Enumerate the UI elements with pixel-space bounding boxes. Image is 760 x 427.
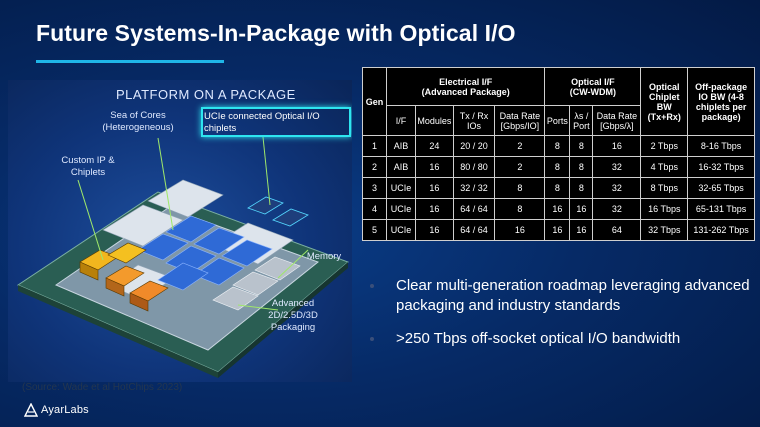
label-custom-ip: Custom IP & Chiplets xyxy=(61,155,115,178)
table-header-sub: I/F Modules Tx / Rx IOs Data Rate [Gbps/… xyxy=(363,105,755,136)
col-chiplet-bw: Optical Chiplet BW (Tx+Rx) xyxy=(640,67,689,136)
label-ucie-optical: UCIe connected Optical I/O chiplets xyxy=(204,111,320,134)
package-graphic xyxy=(16,136,349,378)
col-lambda-port: λs / Port xyxy=(569,105,594,136)
col-group-optical: Optical I/F (CW-WDM) xyxy=(544,67,642,106)
label-memory: Memory xyxy=(306,251,342,262)
ayarlabs-logo: AyarLabs xyxy=(24,402,89,418)
substrate-edge-side xyxy=(218,262,348,378)
bullet-list: Clear multi-generation roadmap leveragin… xyxy=(370,276,750,362)
custom-ip-chiplets xyxy=(79,242,169,312)
platform-heading: PLATFORM ON A PACKAGE xyxy=(116,87,296,102)
source-citation: (Source: Wade et al HotChips 2023) xyxy=(22,382,183,393)
label-sea-of-cores: Sea of Cores (Heterogeneous) xyxy=(102,110,174,133)
bullet-dot-icon xyxy=(370,284,374,288)
col-modules: Modules xyxy=(415,105,454,136)
bullet-item: >250 Tbps off-socket optical I/O bandwid… xyxy=(370,329,750,349)
col-offpkg-bw: Off-package IO BW (4-8 chiplets per pack… xyxy=(687,67,755,136)
roadmap-table: Gen Electrical I/F (Advanced Package) Op… xyxy=(362,67,755,241)
col-if: I/F xyxy=(385,105,417,136)
core-tiles xyxy=(137,215,273,291)
col-group-electrical: Electrical I/F (Advanced Package) xyxy=(385,67,546,106)
title-underline xyxy=(36,60,224,63)
leader-lines xyxy=(77,136,309,311)
col-data-rate-lambda: Data Rate [Gbps/λ] xyxy=(592,105,642,136)
ayarlabs-logo-icon xyxy=(24,403,38,417)
bullet-dot-icon xyxy=(370,337,374,341)
col-ports: Ports xyxy=(544,105,571,136)
ucie-optical-highlight xyxy=(201,107,351,137)
col-gen: Gen xyxy=(362,67,387,136)
platform-illustration: PLATFORM ON A PACKAGE Sea of Cores (Hete… xyxy=(8,80,352,382)
memory-stacks xyxy=(212,256,301,311)
bullet-item: Clear multi-generation roadmap leveragin… xyxy=(370,276,750,316)
slide-title: Future Systems-In-Package with Optical I… xyxy=(36,20,516,46)
table-header-top: Gen Electrical I/F (Advanced Package) Op… xyxy=(362,67,755,136)
logo-text: AyarLabs xyxy=(41,404,89,416)
label-packaging: Advanced 2D/2.5D/3D Packaging xyxy=(268,298,318,333)
optical-chiplets xyxy=(247,196,309,227)
substrate-edge-front xyxy=(18,285,218,378)
col-txrx: Tx / Rx IOs xyxy=(452,105,496,136)
col-data-rate-io: Data Rate [Gbps/IO] xyxy=(494,105,546,136)
